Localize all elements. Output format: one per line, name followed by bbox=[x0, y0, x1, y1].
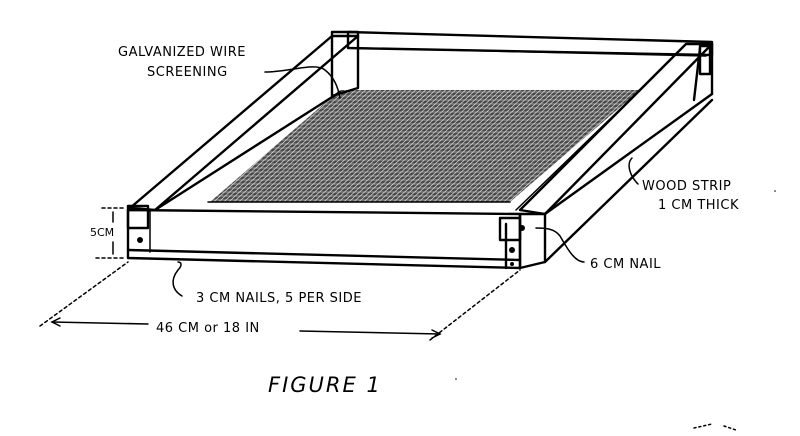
label-screening-line-2: SCREENING bbox=[147, 65, 228, 80]
annotations: GALVANIZED WIRE SCREENING WOOD STRIP 1 C… bbox=[90, 45, 739, 397]
label-height: 5CM bbox=[90, 226, 114, 239]
label-wood-strip-line-2: 1 CM THICK bbox=[658, 198, 739, 213]
wooden-frame bbox=[126, 30, 714, 270]
figure-caption: FIGURE 1 bbox=[268, 373, 382, 397]
label-long-nail: 6 CM NAIL bbox=[590, 257, 661, 272]
label-side-nails: 3 CM NAILS, 5 PER SIDE bbox=[196, 291, 362, 306]
label-wood-strip-line-1: WOOD STRIP bbox=[642, 179, 731, 194]
label-width: 46 CM or 18 IN bbox=[156, 321, 260, 336]
label-screening-line-1: GALVANIZED WIRE bbox=[118, 45, 246, 60]
dimension-lines bbox=[39, 66, 776, 431]
